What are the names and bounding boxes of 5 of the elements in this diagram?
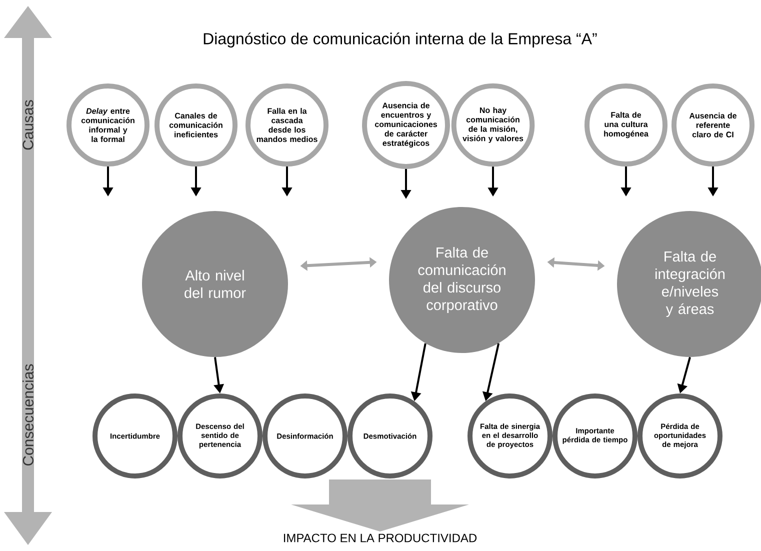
block-arrow [291,480,469,532]
impact-label: IMPACTO EN LA PRODUCTIVIDAD [284,534,477,542]
axis-label: Causas [22,100,34,150]
title: Diagnóstico de comunicación interna de la Empresa “A” [204,32,597,48]
axis-label: Consecuencias [22,364,34,466]
